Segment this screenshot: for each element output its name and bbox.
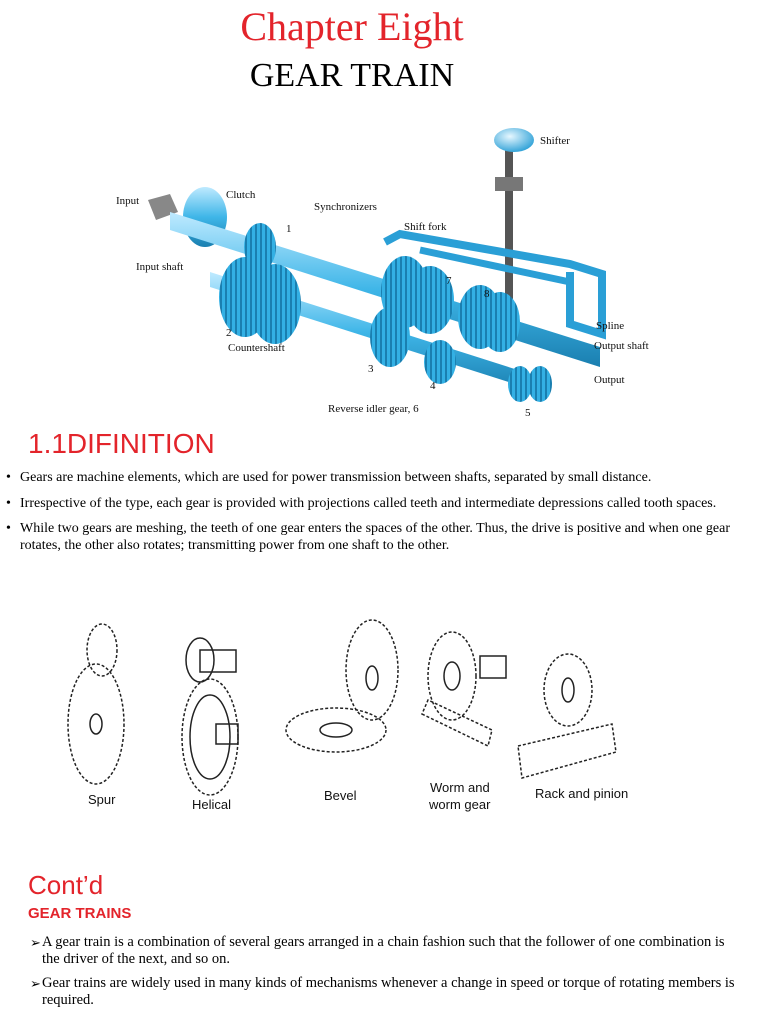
- label-countershaft: Countershaft: [228, 342, 285, 354]
- label-worm-line2: worm gear: [428, 797, 491, 812]
- label-output-shaft: Output shaft: [594, 340, 649, 352]
- shift-fork-frame: [383, 229, 606, 340]
- label-input: Input: [116, 195, 139, 207]
- label-rack-pinion: Rack and pinion: [535, 786, 628, 801]
- section-heading-contd: Cont’d: [28, 870, 104, 900]
- label-num-8: 8: [484, 288, 490, 300]
- rack-and-pinion-drawing: [517, 653, 617, 779]
- chapter-heading: Chapter Eight: [240, 4, 464, 49]
- label-clutch: Clutch: [226, 189, 256, 201]
- label-reverse-idler: Reverse idler gear, 6: [328, 403, 419, 415]
- label-spur: Spur: [88, 792, 116, 807]
- label-spline: Spline: [596, 320, 624, 332]
- list-item: Gears are machine elements, which are us…: [0, 470, 740, 487]
- label-num-3: 3: [368, 363, 374, 375]
- label-synchronizers: Synchronizers: [314, 201, 377, 213]
- gear-trains-list: A gear train is a combination of several…: [0, 934, 740, 1016]
- spur-gear-drawing: [67, 623, 125, 785]
- section-heading-definition: 1.1DIFINITION: [28, 428, 215, 459]
- bevel-gear-drawing: [285, 619, 399, 753]
- label-output: Output: [594, 374, 625, 386]
- list-item: Irrespective of the type, each gear is p…: [0, 496, 740, 513]
- label-shifter: Shifter: [540, 135, 570, 147]
- label-num-2: 2: [226, 327, 232, 339]
- worm-gear-drawing: [421, 631, 507, 748]
- label-num-5: 5: [525, 407, 531, 419]
- definition-list: Gears are machine elements, which are us…: [0, 470, 740, 563]
- label-input-shaft: Input shaft: [136, 261, 183, 273]
- helical-gear-drawing: [181, 637, 239, 796]
- shifter-knob: [494, 128, 534, 152]
- label-num-1: 1: [286, 223, 292, 235]
- label-shift-fork: Shift fork: [404, 221, 447, 233]
- list-item: While two gears are meshing, the teeth o…: [0, 521, 740, 554]
- shifter-rod: [505, 150, 513, 330]
- list-item: A gear train is a combination of several…: [0, 934, 740, 968]
- label-helical: Helical: [192, 797, 231, 812]
- label-num-7: 7: [446, 275, 452, 287]
- list-item: Gear trains are widely used in many kind…: [0, 975, 740, 1009]
- subheading-gear-trains: GEAR TRAINS: [28, 905, 132, 922]
- gear-types-illustration: Spur Helical Bevel Worm and worm gear Ra…: [67, 619, 628, 812]
- shifter-collar: [495, 177, 523, 191]
- label-num-4: 4: [430, 380, 436, 392]
- page-title: GEAR TRAIN: [249, 57, 455, 94]
- label-worm-line1: Worm and: [430, 780, 490, 795]
- label-bevel: Bevel: [324, 788, 357, 803]
- gearbox-illustration: Input Clutch Synchronizers Shift fork Sh…: [116, 128, 649, 419]
